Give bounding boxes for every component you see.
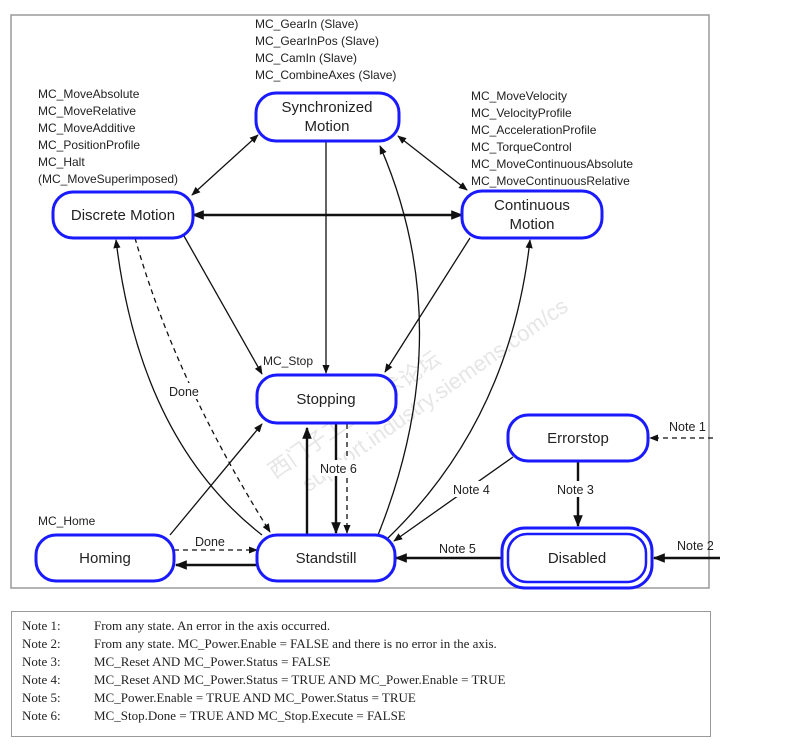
note-key: Note 3: bbox=[22, 654, 61, 669]
edge-label-note1: Note 1 bbox=[669, 420, 706, 434]
edge-labels: Done Done Note 6 Note 4 Note 3 Note 1 No… bbox=[168, 383, 714, 556]
note-text: MC_Reset AND MC_Power.Status = FALSE bbox=[94, 654, 331, 669]
fb-item: MC_MoveAdditive bbox=[38, 121, 136, 135]
note-key: Note 6: bbox=[22, 708, 61, 723]
state-continuous-motion[interactable]: Continuous Motion bbox=[460, 189, 604, 240]
note-text: MC_Stop.Done = TRUE AND MC_Stop.Execute … bbox=[94, 708, 406, 723]
edge-discrete-stopping bbox=[183, 235, 263, 375]
note-key: Note 5: bbox=[22, 690, 61, 705]
note-text: MC_Reset AND MC_Power.Status = TRUE AND … bbox=[94, 672, 506, 687]
state-label: Continuous bbox=[494, 197, 570, 214]
edge-label-done-discrete: Done bbox=[169, 385, 199, 399]
state-standstill[interactable]: Standstill bbox=[255, 533, 397, 583]
state-label: Disabled bbox=[548, 550, 606, 567]
fb-item: MC_MoveContinuousRelative bbox=[471, 174, 630, 188]
state-diagram: 西门子工业 技术论坛 support.industry.siemens.com/… bbox=[10, 14, 720, 590]
state-errorstop[interactable]: Errorstop bbox=[506, 413, 650, 463]
note-row: Note 5: MC_Power.Enable = TRUE AND MC_Po… bbox=[12, 689, 710, 707]
state-label: Motion bbox=[509, 216, 554, 233]
note-text: MC_Power.Enable = TRUE AND MC_Power.Stat… bbox=[94, 690, 416, 705]
edge-label-note5: Note 5 bbox=[439, 542, 476, 556]
note-key: Note 1: bbox=[22, 618, 61, 633]
note-row: Note 3: MC_Reset AND MC_Power.Status = F… bbox=[12, 653, 710, 671]
notes-table: Note 1: From any state. An error in the … bbox=[11, 611, 711, 737]
note-key: Note 4: bbox=[22, 672, 61, 687]
fb-item: MC_GearIn (Slave) bbox=[255, 17, 358, 31]
fb-item: MC_Halt bbox=[38, 155, 85, 169]
edges bbox=[113, 134, 720, 570]
fb-item: MC_GearInPos (Slave) bbox=[255, 34, 379, 48]
fb-item: MC_PositionProfile bbox=[38, 138, 140, 152]
edge-label-note4: Note 4 bbox=[453, 483, 490, 497]
fb-item: MC_MoveContinuousAbsolute bbox=[471, 157, 633, 171]
edge-standstill-continuous bbox=[387, 239, 533, 539]
state-label: Synchronized bbox=[282, 99, 373, 116]
state-label: Homing bbox=[79, 550, 131, 567]
state-disabled[interactable]: Disabled bbox=[500, 526, 654, 590]
fb-item: MC_MoveVelocity bbox=[471, 89, 567, 103]
state-homing[interactable]: Homing bbox=[34, 533, 176, 583]
diagram-frame bbox=[10, 14, 710, 589]
edge-label-note3: Note 3 bbox=[557, 483, 594, 497]
note-row: Note 4: MC_Reset AND MC_Power.Status = T… bbox=[12, 671, 710, 689]
fb-item: MC_TorqueControl bbox=[471, 140, 572, 154]
fb-item: MC_CombineAxes (Slave) bbox=[255, 68, 396, 82]
note-key: Note 2: bbox=[22, 636, 61, 651]
note-text: From any state. MC_Power.Enable = FALSE … bbox=[94, 636, 497, 651]
edge-standstill-discrete bbox=[113, 239, 263, 536]
edge-discrete-standstill-done bbox=[134, 237, 271, 533]
state-discrete-motion[interactable]: Discrete Motion bbox=[51, 190, 195, 240]
fb-item: MC_VelocityProfile bbox=[471, 106, 572, 120]
state-label: Discrete Motion bbox=[71, 207, 175, 224]
fb-item: MC_AccelerationProfile bbox=[471, 123, 597, 137]
fb-list-continuous: MC_MoveVelocity MC_VelocityProfile MC_Ac… bbox=[471, 89, 633, 188]
edge-label-note2: Note 2 bbox=[677, 539, 714, 553]
note-row: Note 1: From any state. An error in the … bbox=[12, 617, 710, 635]
fb-label-stop: MC_Stop bbox=[263, 354, 313, 368]
edge-synchronized-continuous bbox=[397, 135, 468, 191]
edge-standstill-synchronized bbox=[377, 145, 421, 536]
edge-label-done-homing: Done bbox=[195, 535, 225, 549]
fb-item: MC_MoveRelative bbox=[38, 104, 136, 118]
state-label: Errorstop bbox=[547, 430, 609, 447]
state-label: Standstill bbox=[296, 550, 357, 567]
fb-item: MC_CamIn (Slave) bbox=[255, 51, 357, 65]
edge-homing-stopping bbox=[169, 423, 263, 536]
state-synchronized-motion[interactable]: Synchronized Motion bbox=[254, 91, 401, 143]
edge-discrete-synchronized bbox=[191, 134, 259, 196]
fb-label-home: MC_Home bbox=[38, 514, 96, 528]
fb-item: MC_MoveAbsolute bbox=[38, 87, 140, 101]
state-label: Stopping bbox=[296, 391, 355, 408]
note-row: Note 6: MC_Stop.Done = TRUE AND MC_Stop.… bbox=[12, 707, 710, 725]
note-text: From any state. An error in the axis occ… bbox=[94, 618, 331, 633]
note-row: Note 2: From any state. MC_Power.Enable … bbox=[12, 635, 710, 653]
fb-item: (MC_MoveSuperimposed) bbox=[38, 172, 178, 186]
fb-list-discrete: MC_MoveAbsolute MC_MoveRelative MC_MoveA… bbox=[38, 87, 178, 186]
edge-continuous-stopping bbox=[384, 237, 471, 373]
state-label: Motion bbox=[304, 118, 349, 135]
edge-errorstop-standstill bbox=[393, 456, 514, 542]
state-stopping[interactable]: Stopping bbox=[255, 373, 398, 425]
fb-list-synchronized: MC_GearIn (Slave) MC_GearInPos (Slave) M… bbox=[255, 17, 396, 82]
edge-label-note6: Note 6 bbox=[320, 462, 357, 476]
